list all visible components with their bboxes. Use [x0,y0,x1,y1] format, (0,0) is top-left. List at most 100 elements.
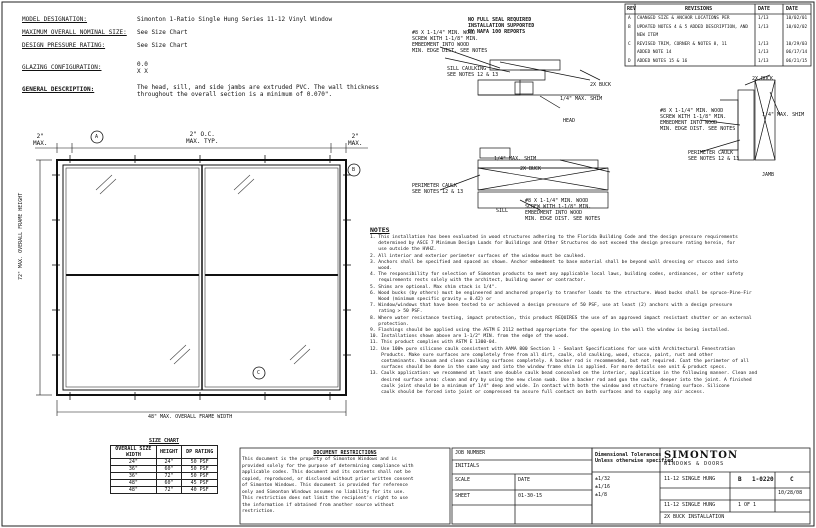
note-line: 13. Caulk application: we recommend at l… [370,371,758,377]
head-detail-title: NO FULL SEAL REQUIRED INSTALLATION SUPPO… [468,17,535,35]
revision-cell: REVISED TRIM, CORNER & NOTES 8, 11 [637,41,727,47]
dim-width-label: 48" MAX. OVERALL FRAME WIDTH [148,414,233,420]
spec-label-size: MAXIMUM OVERALL NOMINAL SIZE: [22,29,127,36]
size-cell: 50 PSF [181,472,218,480]
tolerance-3: ±1/8 [595,492,608,498]
head-shim-callout: 1/4" MAX. SHIM [560,96,603,102]
revision-cell: 1/13 [758,50,769,55]
size-cell: 60" [155,465,183,473]
rev-header-rev: REV [627,6,637,12]
size-cell: 36" [110,465,157,473]
note-line: 10. Installations shown above are 1-1/2"… [370,334,570,340]
revision-cell: 1/13 [758,24,769,30]
size-cell: 48" [110,486,157,494]
spec-label-glazing: GLAZING CONFIGURATION: [22,64,102,71]
spec-label-description: GENERAL DESCRIPTION: [22,86,95,93]
size-cell: 72" [155,472,183,480]
revision-cell: 1/13 [758,58,769,64]
size-col-dp: DP RATING [181,445,218,459]
revision-cell: 06/21/15 [786,58,808,64]
tolerance-2: ±1/16 [595,484,611,490]
size-cell: 60" [155,479,183,487]
jamb-detail [699,74,781,161]
date-label: DATE [518,477,531,483]
revision-cell: B [628,24,631,30]
section-circle-b: B [352,167,356,173]
dim-height-label: 72" MAX. OVERALL FRAME HEIGHT [18,192,24,280]
section-circle-c: C [257,370,261,376]
spec-label-pressure: DESIGN PRESSURE RATING: [22,42,106,49]
scale-label: SCALE [455,477,471,483]
sill-caulk-callout: PERIMETER CAULK SEE NOTES 12 & 13 [412,183,464,195]
notes-block: NOTES 1. This installation has been eval… [370,226,757,396]
sill-screw-callout: #8 X 1-1/4" MIN. WOOD SCREW WITH 1-1/8" … [525,198,601,222]
disclaimer-title: DOCUMENT RESTRICTIONS [313,450,377,456]
size-cell: 50 PSF [181,458,218,466]
note-line: caulk joint should be a minimum of 1/4" … [370,383,730,389]
tolerance-1: ±1/32 [595,476,611,482]
sheet-count: 1 OF 1 [738,502,757,508]
job-number-label: JOB NUMBER [455,450,486,456]
rev-header-desc: REVISIONS [685,6,713,12]
note-line: wood. [370,266,393,272]
note-line: surfaces should be done in the same way … [370,365,727,371]
note-line: determined by ASCE 7 Minimum Design Load… [370,241,736,247]
note-line: 2. All interior and exterior perimeter s… [370,253,586,259]
size-cell: 24" [110,458,157,466]
company-sub: WINDOWS & DOORS [664,461,725,467]
rev-header-by: DATE [758,6,771,12]
company-logo: SIMONTON WINDOWS & DOORS [664,450,738,467]
disclaimer-block: DOCUMENT RESTRICTIONS This document is t… [242,450,448,516]
doc-title: 11-12 SINGLE HUNG [664,476,716,482]
size-cell: 40 PSF [181,486,218,494]
size-cell: 36" [110,472,157,480]
revision-cell: NEW ITEM [637,33,659,38]
revision-cell: 10/02/02 [786,24,808,30]
note-line: rating > 50 PSF. [370,309,423,315]
size-col-height: HEIGHT [155,445,183,459]
revision-cell: 10/29/03 [786,41,808,47]
note-line: 11. This product complies with ASTM E 13… [370,340,498,346]
spec-value-pressure: See Size Chart [137,42,188,49]
size-chart-title: SIZE CHART [148,438,180,444]
note-line: Products. Make sure surfaces are complet… [370,352,713,358]
sill-label: SILL [496,208,509,214]
size-cell: 24" [155,458,183,466]
revision-cell: A [628,16,631,21]
jamb-caulk-callout: PERIMETER CAULK SEE NOTES 12 & 13 [688,150,740,162]
jamb-buck-callout: 2X BUCK [752,76,774,82]
revision-cell: ADDED NOTES 15 & 16 [637,58,688,64]
doc-rev: C [790,476,794,483]
size-row: 36"60"50 PSF [110,465,218,473]
size-row: 24"24"50 PSF [110,458,218,466]
note-line: 1. This installation has been evaluated … [370,235,738,240]
revision-cell: D [628,58,631,64]
note-line: contaminants. Vacuum and clean caulking … [370,359,749,365]
sill-shim-callout: 1/4" MAX. SHIM [494,156,537,162]
jamb-shim-callout: 1/4" MAX. SHIM [762,112,805,118]
note-line: requirements rests solely with the archi… [370,278,586,284]
head-detail [439,46,601,109]
note-line: 6. Wood bucks (by others) must be engine… [370,290,752,296]
note-line: 4. The responsibility for selection of S… [370,272,744,278]
note-line: 8. Where water resistance testing, impac… [370,315,752,321]
head-label: HEAD [563,118,576,124]
spec-value-description: The head, sill, and side jambs are extru… [137,84,380,98]
sill-buck-callout: 2X BUCK [520,166,542,172]
section-circle-a: A [95,134,99,140]
window-elevation [35,130,368,416]
note-line: 9. Flashings should be applied using the… [370,328,730,334]
revision-cell: 06/17/14 [786,50,808,55]
size-cell: 72" [155,486,183,494]
size-cell: 45 PSF [181,479,218,487]
spec-value-size: See Size Chart [137,29,188,36]
tolerance-title: Dimensional Tolerances Unless otherwise … [595,452,674,464]
note-line: Wood (minimum specific gravity = 0.42) o… [370,297,492,303]
date-value: 01-30-15 [518,493,543,499]
revision-cell: UPDATED NOTES 4 & 5 ADDED DESCRIPTION, A… [637,24,749,30]
revision-cell: C [628,41,631,47]
dim-left-max: 2" MAX. [33,133,48,147]
revision-cell: 1/13 [758,41,769,47]
drawn-by: B [738,476,742,483]
